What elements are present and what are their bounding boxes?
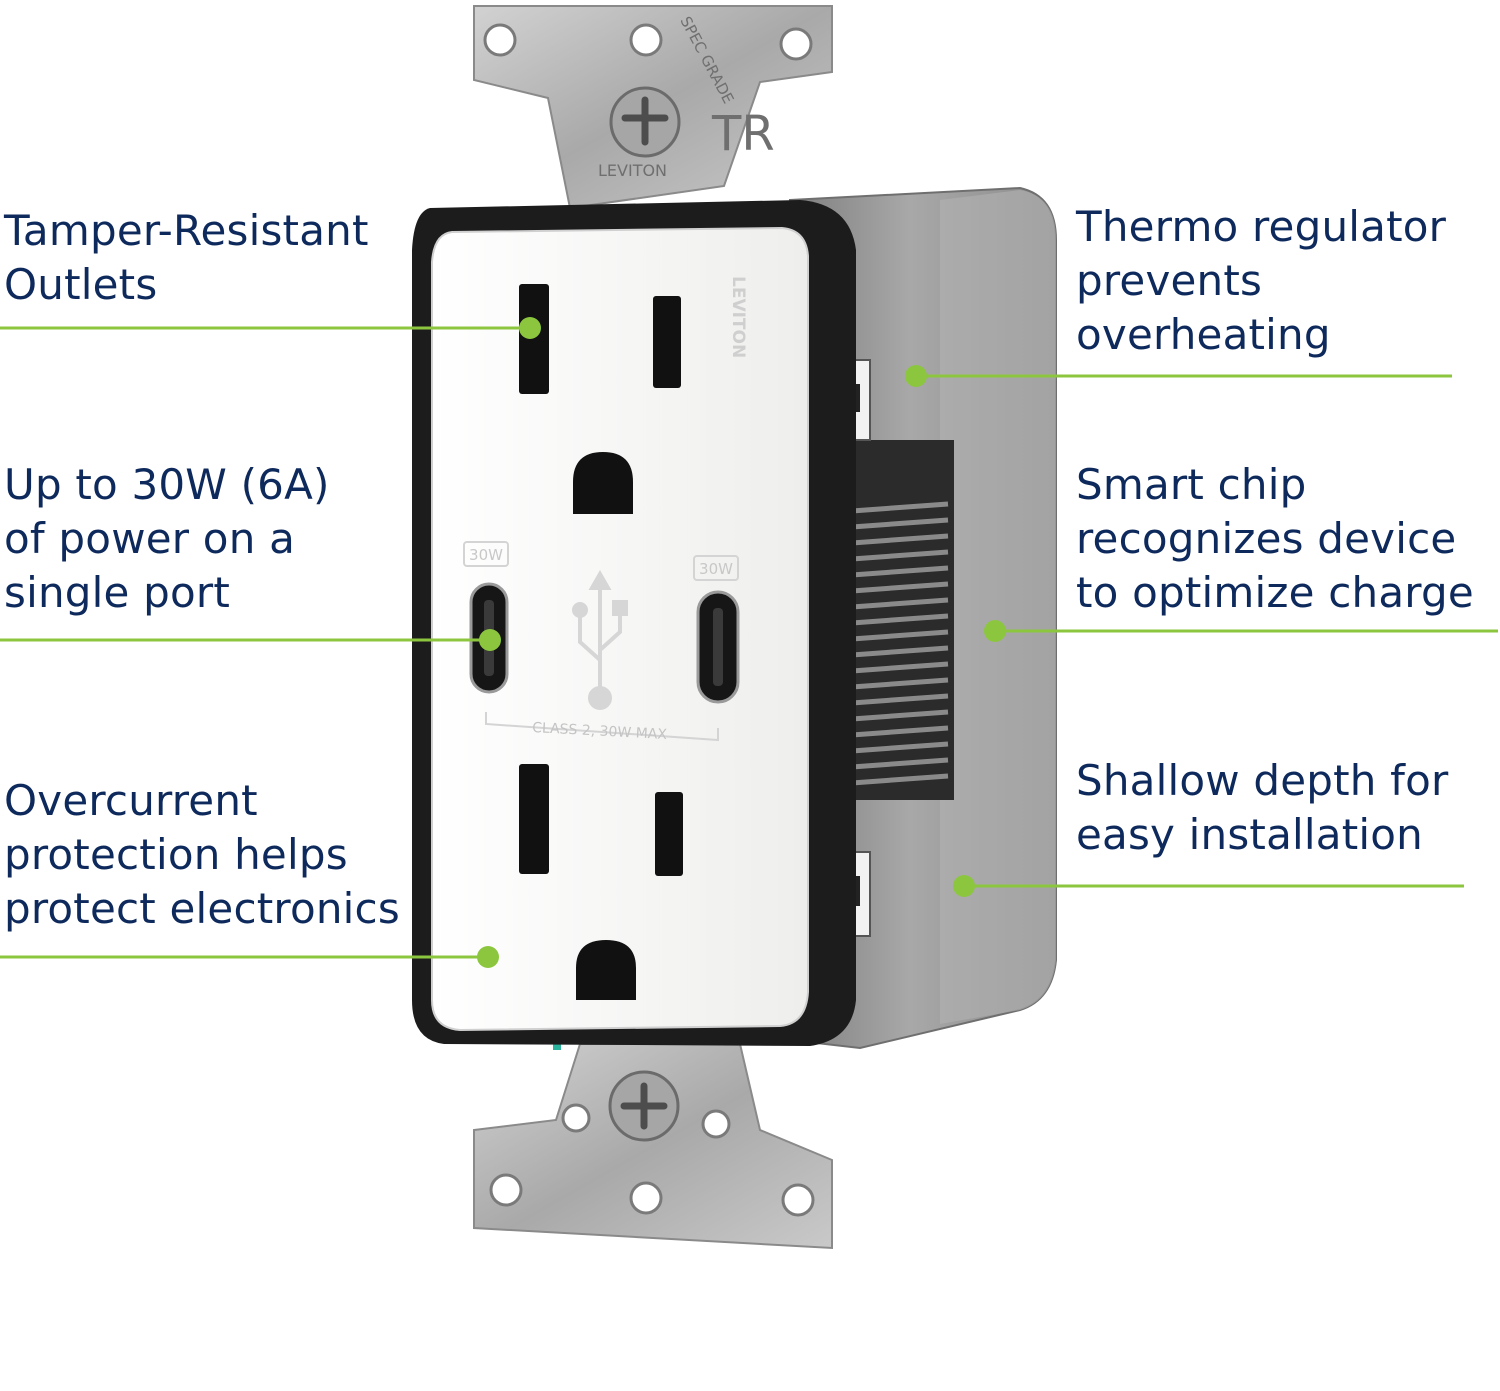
callout-line: single port: [4, 568, 230, 617]
hot-slot: [653, 296, 681, 388]
ground-hole: [576, 940, 636, 1000]
callout-line: Up to 30W (6A): [4, 460, 330, 509]
usb-section: 30W 30W CLASS 2, 30W MAX: [463, 541, 740, 743]
callout-line: Smart chip: [1076, 460, 1307, 509]
receptacle-face: LEVITON 30W 30W: [431, 226, 809, 1032]
usb-class-label: CLASS 2, 30W MAX: [532, 720, 668, 743]
callout-line: protection helps: [4, 830, 348, 879]
callout-line: Tamper-Resistant: [4, 206, 369, 255]
callout-line: overheating: [1076, 310, 1331, 359]
leader-dot: [479, 629, 501, 651]
callout-line: Outlets: [4, 260, 158, 309]
callout-line: protect electronics: [4, 884, 400, 933]
leader-dot: [984, 620, 1006, 642]
ground-hole: [573, 452, 633, 514]
neutral-slot: [519, 764, 549, 874]
strap-hole-icon: [779, 27, 813, 61]
callout-overcurrent: Overcurrent protection helps protect ele…: [4, 774, 400, 936]
callout-line: Overcurrent: [4, 776, 258, 825]
side-housing: [789, 186, 1057, 1050]
callout-line: of power on a: [4, 514, 296, 563]
heat-sink-fins: [837, 501, 949, 787]
callout-line: to optimize charge: [1076, 568, 1474, 617]
strap-hole-icon: [781, 1183, 815, 1217]
usb-left-rating: 30W: [469, 546, 503, 564]
strap-hole-icon: [701, 1109, 731, 1139]
leader-dot: [477, 946, 499, 968]
callout-tamper-resistant: Tamper-Resistant Outlets: [4, 204, 369, 312]
callout-line: prevents: [1076, 256, 1263, 305]
strap-hole-icon: [629, 23, 663, 57]
callout-line: Thermo regulator: [1076, 202, 1447, 251]
neutral-slot: [519, 284, 549, 394]
strap-hole-icon: [483, 23, 517, 57]
strap-hole-icon: [629, 1181, 663, 1215]
leader-dot: [519, 317, 541, 339]
usb-right-rating: 30W: [699, 560, 733, 578]
usb-trident-icon: [572, 569, 628, 710]
strap-hole-icon: [561, 1103, 591, 1133]
hot-slot: [655, 792, 683, 876]
tr-mark: TR: [711, 106, 775, 162]
strap-brand-label: LEVITON: [598, 161, 667, 180]
lower-outlet: [519, 764, 683, 1000]
top-mounting-strap: TR LEVITON SPEC GRADE: [473, 5, 833, 210]
callout-smart-chip: Smart chip recognizes device to optimize…: [1076, 458, 1474, 620]
bottom-mounting-strap: [473, 1026, 833, 1250]
leader-dot: [905, 365, 927, 387]
callout-usb-power: Up to 30W (6A) of power on a single port: [4, 458, 330, 620]
callout-shallow-depth: Shallow depth for easy installation: [1076, 754, 1449, 862]
callout-line: Shallow depth for: [1076, 756, 1449, 805]
leader-dot: [953, 875, 975, 897]
leader-lines: [0, 317, 1498, 968]
callout-line: recognizes device: [1076, 514, 1457, 563]
brand-mark: LEVITON: [728, 276, 748, 358]
strap-hole-icon: [489, 1173, 523, 1207]
callout-thermo-regulator: Thermo regulator prevents overheating: [1076, 200, 1446, 362]
upper-outlet: [519, 284, 681, 514]
callout-line: easy installation: [1076, 810, 1423, 859]
